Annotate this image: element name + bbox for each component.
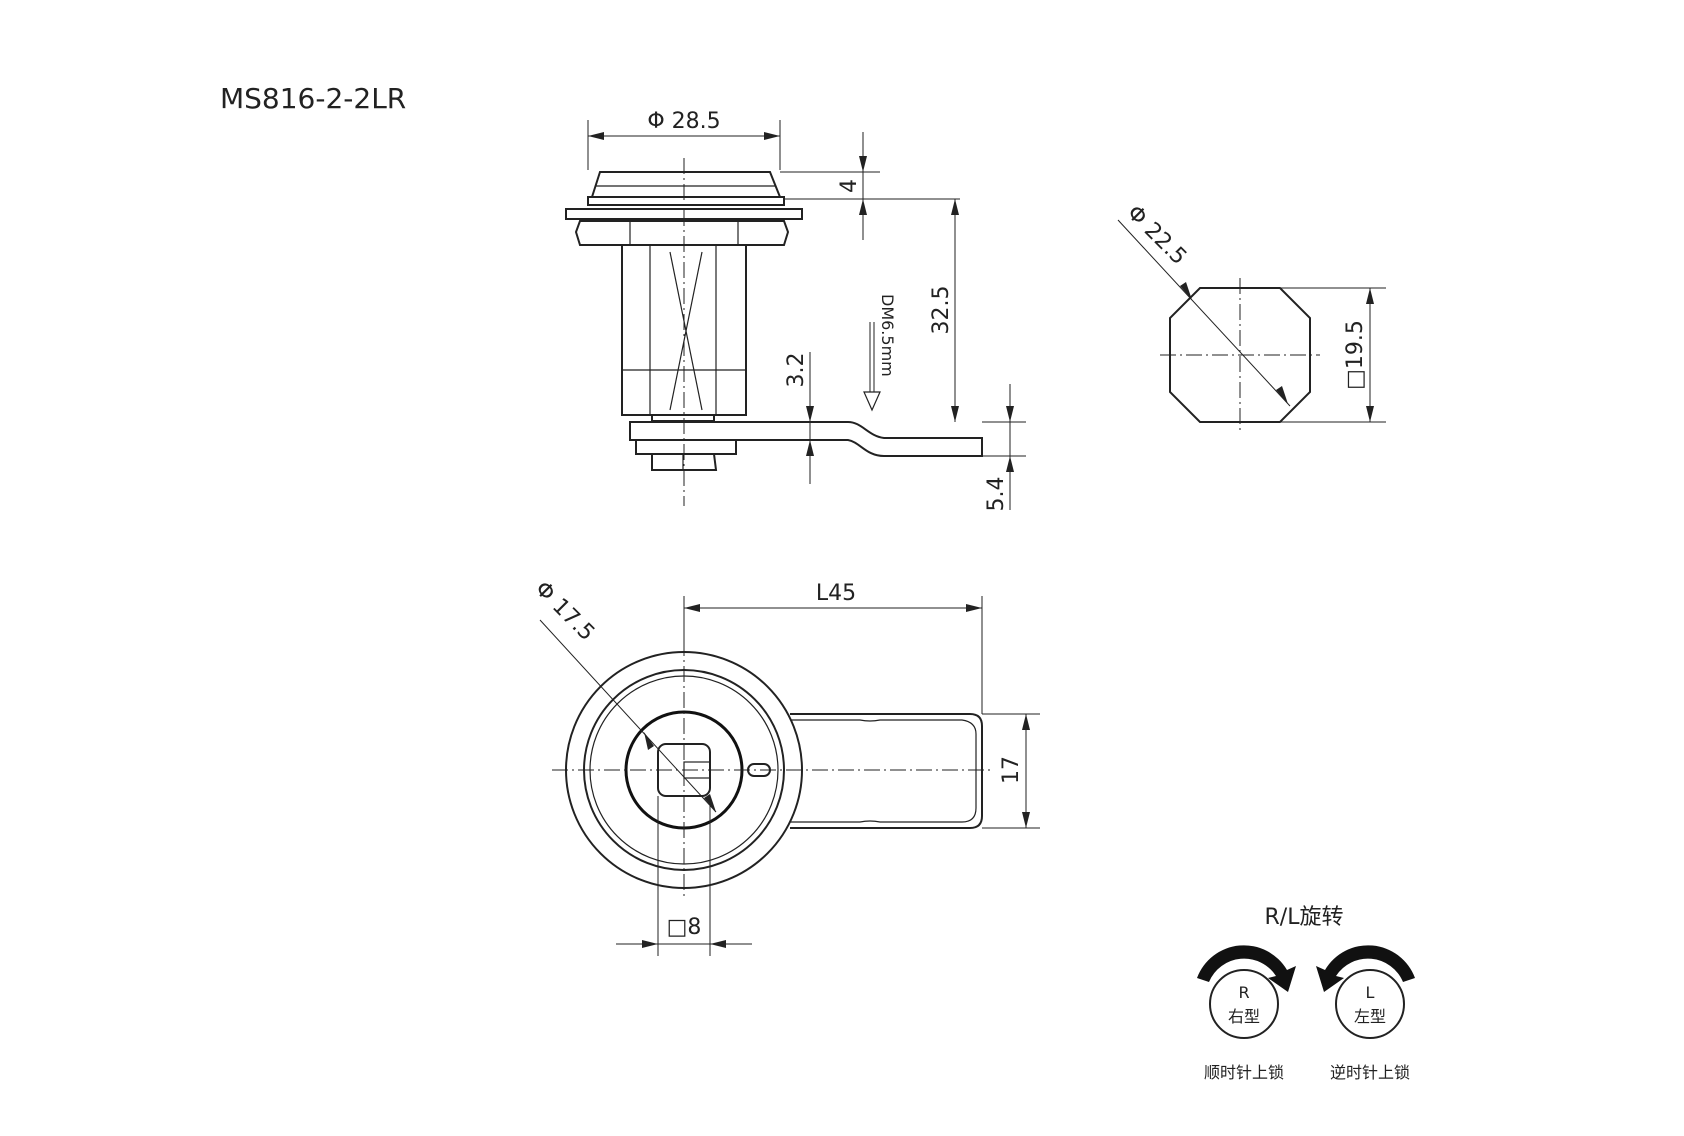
panel-cutout-view: Φ 22.5 □19.5 xyxy=(1117,201,1386,432)
part-number-title: MS816-2-2LR xyxy=(220,82,406,115)
bottom-nut xyxy=(635,439,737,455)
side-view: Φ 28.5 4 32.5 DM6.5mm 3.2 5.4 xyxy=(565,109,1026,512)
left-caption: 逆时针上锁 xyxy=(1330,1063,1410,1082)
dim-head-height: 4 xyxy=(837,179,862,193)
right-type-symbol: R 右型 顺时针上锁 xyxy=(1197,945,1296,1082)
counterclockwise-arrow-icon xyxy=(1316,945,1415,992)
dim-head-diameter: Φ 28.5 xyxy=(647,109,720,134)
dim-cam-length: L45 xyxy=(816,581,856,606)
right-type-label: 右型 xyxy=(1228,1007,1260,1026)
dm-note: DM6.5mm xyxy=(878,294,897,377)
lock-head xyxy=(590,171,782,198)
dim-cam-thickness: 3.2 xyxy=(784,353,809,388)
dim-body-length: 32.5 xyxy=(929,286,954,335)
left-type-symbol: L 左型 逆时针上锁 xyxy=(1316,945,1415,1082)
left-letter: L xyxy=(1366,983,1375,1002)
rotation-heading: R/L旋转 xyxy=(1265,905,1344,930)
dim-cam-width: 17 xyxy=(999,756,1024,784)
right-letter: R xyxy=(1238,983,1249,1002)
cam-arm xyxy=(790,713,983,829)
rotation-legend: R/L旋转 R 右型 顺时针上锁 L 左型 逆时针上锁 xyxy=(1197,905,1415,1082)
left-type-label: 左型 xyxy=(1354,1007,1386,1026)
dim-key-square: □8 xyxy=(667,915,702,940)
dim-cam-offset: 5.4 xyxy=(984,477,1009,512)
dim-bore-diameter: Φ 17.5 xyxy=(530,577,600,647)
dim-cutout-flat: □19.5 xyxy=(1343,320,1368,390)
front-view: Φ 17.5 L45 17 □8 xyxy=(530,577,1040,956)
hex-nut xyxy=(574,220,790,246)
right-caption: 顺时针上锁 xyxy=(1204,1063,1284,1082)
clockwise-arrow-icon xyxy=(1197,945,1296,992)
